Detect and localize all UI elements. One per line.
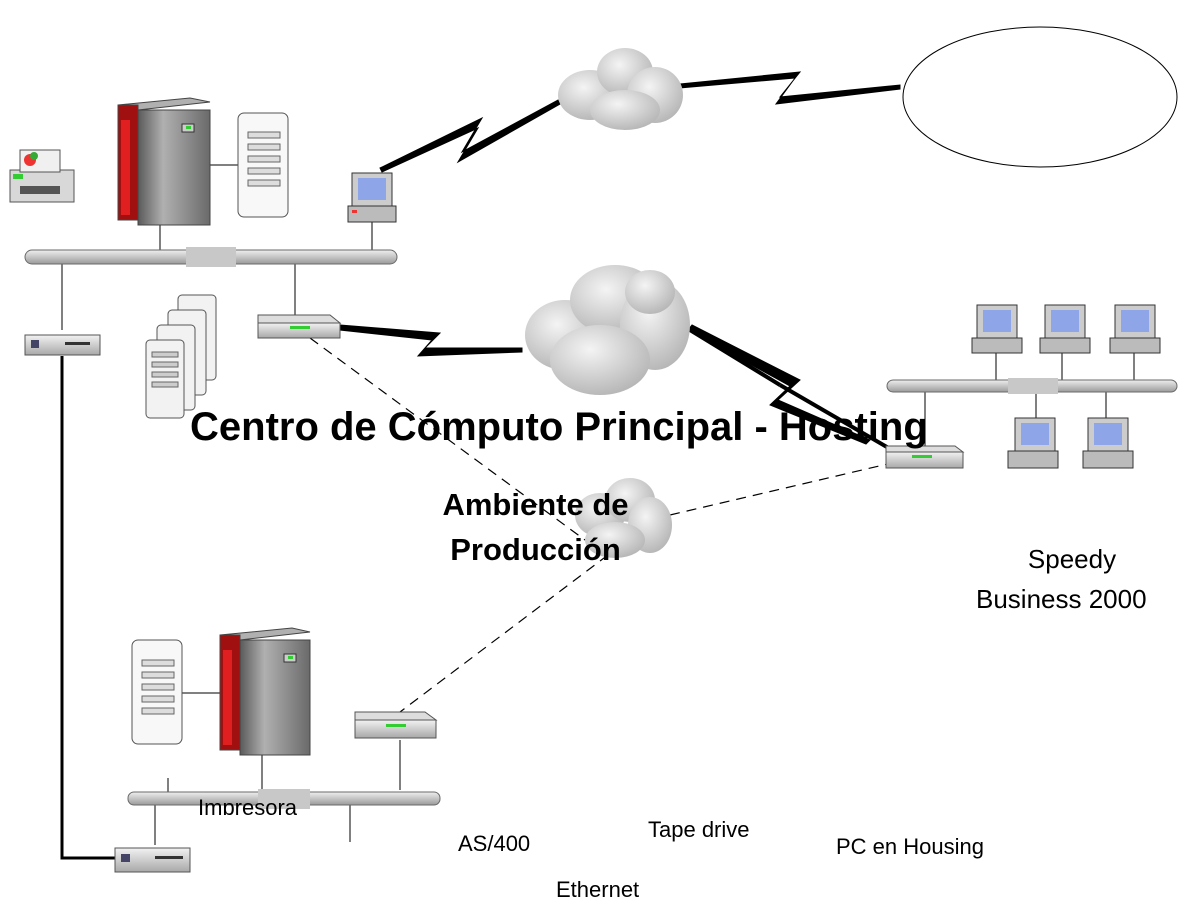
server-stack-icon — [145, 294, 217, 419]
modem-icon — [24, 334, 101, 356]
router-icon — [885, 445, 965, 469]
router-icon — [257, 314, 342, 339]
pc-icon — [347, 172, 397, 223]
printer-icon — [9, 149, 75, 203]
hub-icon — [186, 247, 236, 267]
mainframe-icon — [219, 627, 311, 756]
pc-housing-label: PC en Housing — [836, 834, 984, 859]
router-icon — [354, 711, 438, 739]
cloud-middle — [525, 265, 690, 395]
impresora-label: Impresora — [198, 795, 298, 815]
cloud-top — [558, 48, 683, 130]
lightning-link-hosting — [687, 324, 871, 445]
as400-label: AS/400 — [458, 831, 531, 856]
cloud-bottom — [575, 478, 672, 558]
tape-drive-icon — [131, 639, 183, 745]
ethernet-label: Ethernet — [556, 877, 640, 902]
ellipse-node — [902, 26, 1178, 168]
hub-icon — [258, 789, 310, 809]
pc-icon — [1109, 304, 1161, 354]
cloud-icon — [525, 48, 690, 558]
wan-links — [339, 71, 901, 445]
lightning-link-right — [679, 71, 901, 105]
subtitle-line-1: Ambiente de — [442, 487, 629, 522]
diagram-title: Centro de Cómputo Principal - Hosting — [190, 405, 928, 449]
lightning-link-top — [379, 99, 561, 173]
lightning-link-mid — [339, 324, 523, 357]
modem-icon — [114, 847, 191, 873]
speedy-label-line-1: Speedy — [1027, 544, 1117, 574]
tape-drive-label: Tape drive — [648, 817, 750, 842]
subtitle-line-2: Producción — [450, 532, 621, 567]
speedy-label-line-2: Business 2000 — [976, 584, 1147, 614]
pc-icon — [1082, 417, 1134, 469]
pc-icon — [1007, 417, 1059, 469]
hub-icon — [1008, 378, 1058, 394]
pc-icon — [971, 304, 1023, 354]
pc-icon — [1039, 304, 1091, 354]
tape-drive-icon — [237, 112, 289, 218]
mainframe-icon — [117, 97, 211, 226]
cables — [60, 164, 1135, 860]
